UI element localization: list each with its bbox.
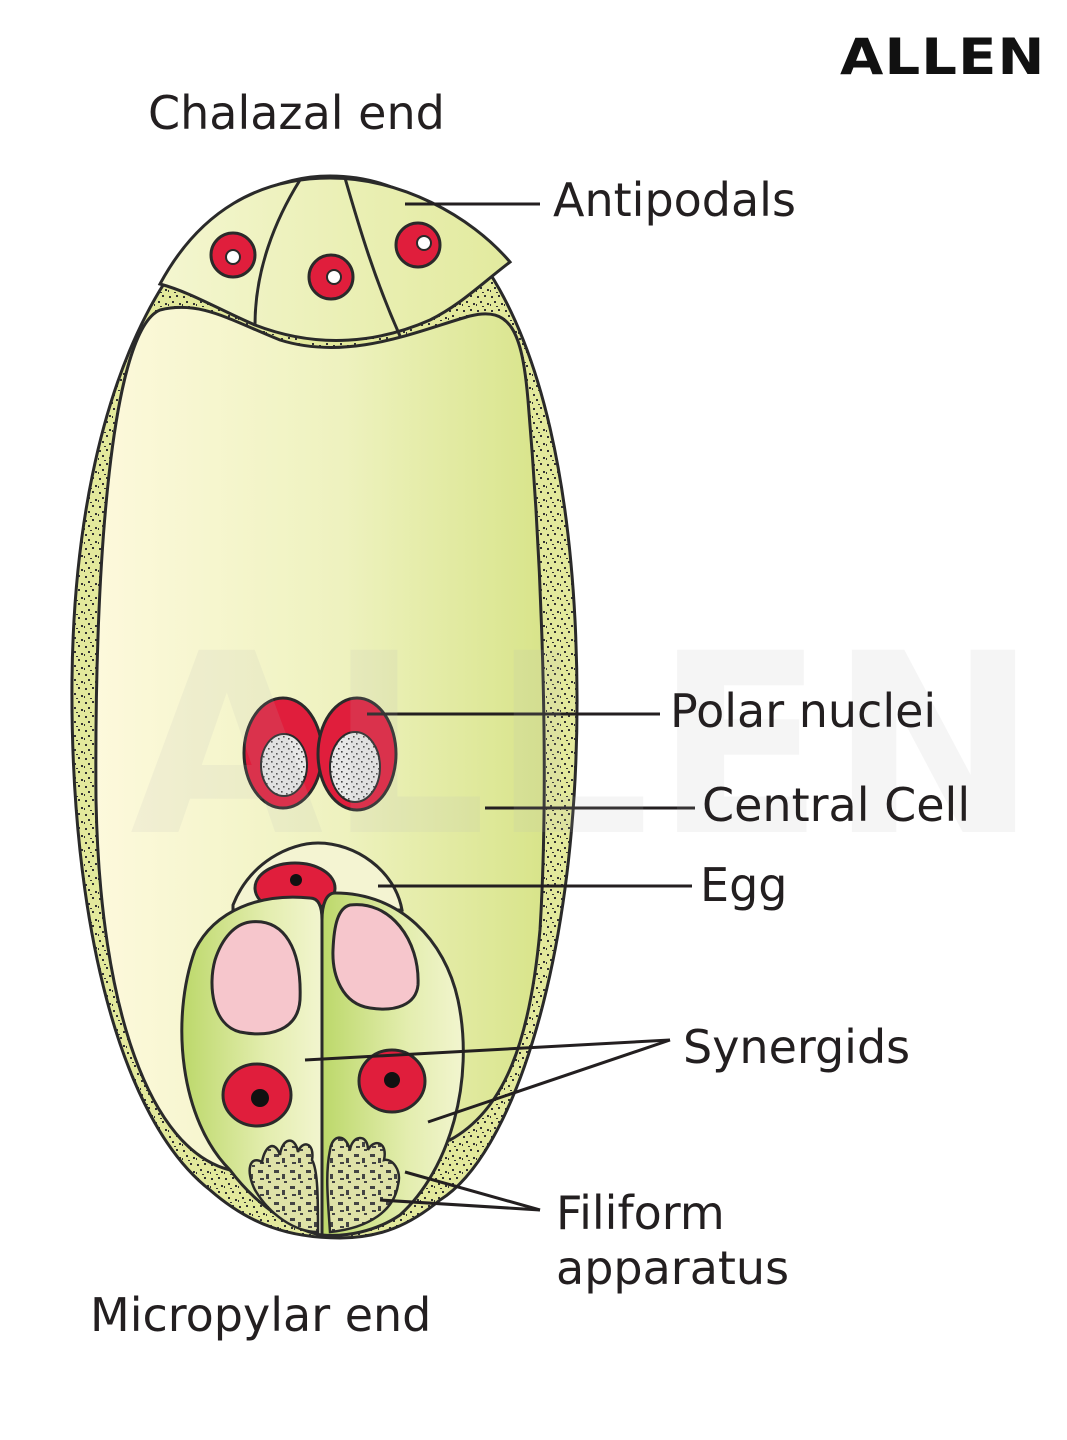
antipodal-cell-3	[394, 221, 442, 269]
filiform-apparatus-left	[248, 1139, 320, 1234]
label-chalazal-end: Chalazal end	[148, 86, 445, 140]
filiform-apparatus-right	[326, 1136, 401, 1234]
label-central-cell: Central Cell	[702, 778, 971, 832]
leader-synergids-right	[427, 1038, 671, 1124]
leader-filiform-lower	[379, 1198, 541, 1212]
label-apparatus: apparatus	[556, 1241, 790, 1295]
synergid-right-vacuole	[331, 903, 420, 1011]
label-polar-nuclei: Polar nuclei	[670, 684, 937, 738]
polar-nucleus-right	[316, 696, 398, 812]
leader-synergids-left	[304, 1038, 671, 1062]
label-micropylar-end: Micropylar end	[90, 1288, 432, 1342]
synergid-left-vacuole	[210, 920, 302, 1036]
synergid-right-nucleus	[357, 1048, 427, 1114]
brand-logo: ALLEN	[840, 28, 1046, 86]
label-antipodals: Antipodals	[553, 173, 796, 227]
antipodal-divider-left	[253, 179, 302, 326]
label-egg: Egg	[700, 858, 788, 912]
watermark: ALLEN	[130, 600, 1043, 891]
leader-filiform-upper	[404, 1170, 541, 1212]
leader-lines	[304, 202, 695, 1212]
antipodal-divider-right	[343, 177, 402, 337]
synergid-left-nucleus	[221, 1062, 293, 1128]
antipodal-cell-2	[307, 253, 355, 301]
label-synergids: Synergids	[683, 1020, 911, 1074]
antipodal-cell-1	[209, 231, 257, 279]
label-filiform: Filiform	[556, 1186, 725, 1240]
